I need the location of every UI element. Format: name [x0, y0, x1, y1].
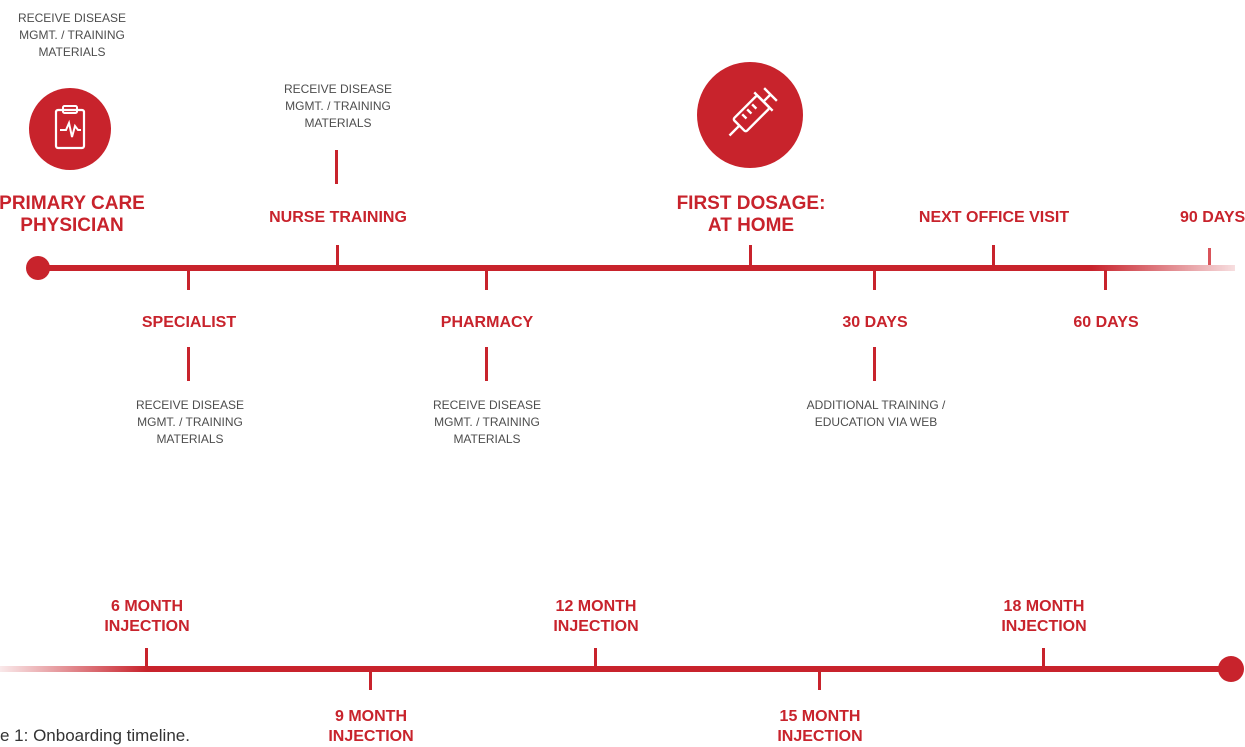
- figure-caption: e 1: Onboarding timeline.: [0, 726, 190, 745]
- specialist-materials-note: RECEIVE DISEASE MGMT. / TRAINING MATERIA…: [135, 398, 245, 446]
- top-timeline-line: [38, 265, 1235, 271]
- label-specialist: SPECIALIST: [141, 314, 237, 331]
- tick-6-month: [145, 648, 148, 666]
- tick-nurse-training: [336, 245, 339, 265]
- label-nurse-training: NURSE TRAINING: [269, 209, 407, 226]
- connector-pharmacy: [485, 347, 488, 381]
- tick-12-month: [594, 648, 597, 666]
- label-pharmacy: PHARMACY: [440, 314, 534, 331]
- label-30-days: 30 DAYS: [842, 314, 908, 331]
- clipboard-heartbeat-icon: [29, 88, 111, 170]
- primary-care-materials-note: RECEIVE DISEASE MGMT. / TRAINING MATERIA…: [17, 11, 127, 59]
- tick-90-days: [1208, 248, 1211, 265]
- tick-18-month: [1042, 648, 1045, 666]
- tick-60-days: [1104, 270, 1107, 290]
- additional-training-note: ADDITIONAL TRAINING / EDUCATION VIA WEB: [806, 398, 946, 429]
- tick-15-month: [818, 672, 821, 690]
- nurse-training-materials-note: RECEIVE DISEASE MGMT. / TRAINING MATERIA…: [283, 82, 393, 130]
- label-60-days: 60 DAYS: [1073, 314, 1139, 331]
- tick-first-dosage: [749, 245, 752, 265]
- tick-30-days: [873, 270, 876, 290]
- connector-nurse-training: [335, 150, 338, 184]
- connector-specialist: [187, 347, 190, 381]
- connector-30-days: [873, 347, 876, 381]
- syringe-icon: [697, 62, 803, 168]
- tick-pharmacy: [485, 270, 488, 290]
- tick-9-month: [369, 672, 372, 690]
- tick-next-office-visit: [992, 245, 995, 265]
- tick-specialist: [187, 270, 190, 290]
- timeline-end-dot: [1218, 656, 1244, 682]
- label-first-dosage: FIRST DOSAGE:AT HOME: [676, 193, 826, 236]
- pharmacy-materials-note: RECEIVE DISEASE MGMT. / TRAINING MATERIA…: [432, 398, 542, 446]
- label-next-office-visit: NEXT OFFICE VISIT: [918, 209, 1070, 226]
- bottom-timeline-line: [0, 666, 1225, 672]
- timeline-start-dot: [26, 256, 50, 280]
- label-90-days: 90 DAYS: [1180, 209, 1245, 226]
